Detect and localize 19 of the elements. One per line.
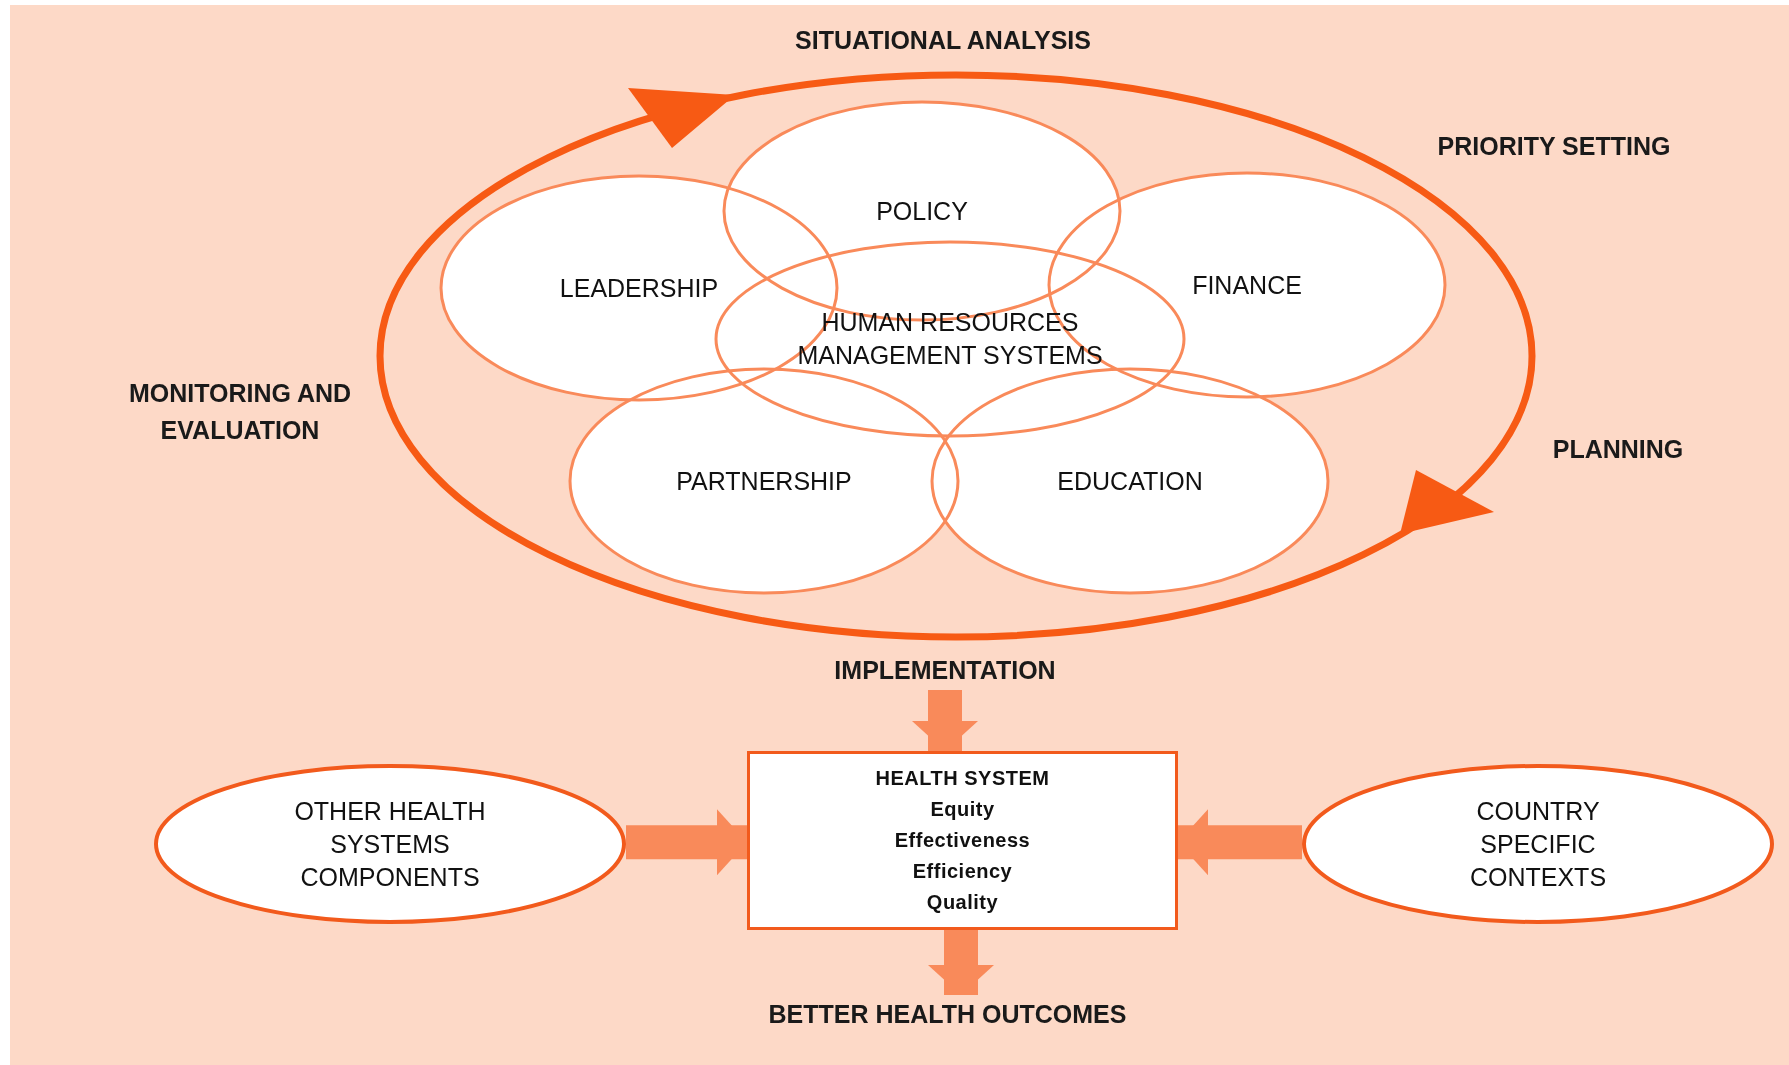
box-item: Quality <box>926 890 999 915</box>
health-system-box <box>747 751 1178 930</box>
ellipse-label: POLICY <box>876 195 968 227</box>
box-item: Equity <box>930 797 995 822</box>
ellipse-label: COUNTRY SPECIFIC CONTEXTS <box>1468 795 1608 893</box>
box-item: Efficiency <box>912 859 1013 884</box>
ellipse-label: OTHER HEALTH SYSTEMS COMPONENTS <box>293 795 487 893</box>
stage-label: BETTER HEALTH OUTCOMES <box>768 999 1127 1031</box>
box-item: Effectiveness <box>894 828 1031 853</box>
box-heading: HEALTH SYSTEM <box>875 766 1050 791</box>
stage-label: IMPLEMENTATION <box>834 655 1056 687</box>
stage-label: SITUATIONAL ANALYSIS <box>794 24 1092 56</box>
ellipse-label: LEADERSHIP <box>559 272 719 304</box>
ellipse-label: PARTNERSHIP <box>676 465 852 497</box>
ellipse-label: EDUCATION <box>1057 465 1203 497</box>
stage-label: MONITORING AND EVALUATION <box>127 378 353 446</box>
stage-label: PLANNING <box>1551 433 1685 465</box>
stage-label: PRIORITY SETTING <box>1436 130 1672 162</box>
ellipse-label: FINANCE <box>1192 269 1302 301</box>
